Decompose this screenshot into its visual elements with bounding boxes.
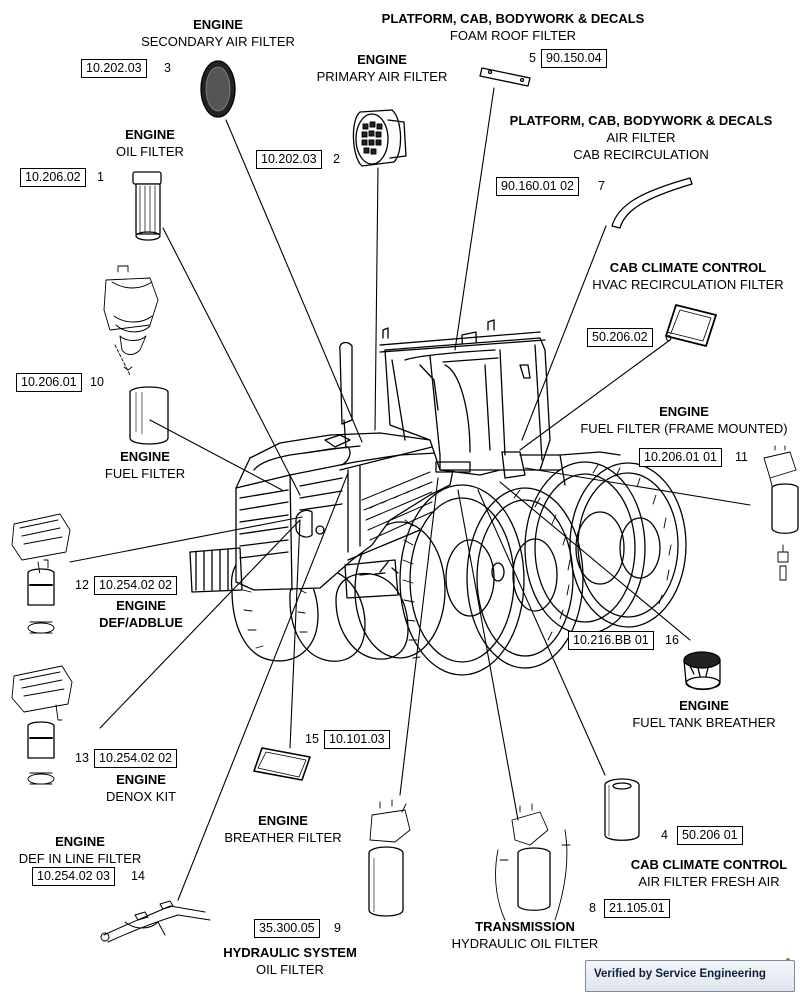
ref-15: 10.101.03	[324, 730, 390, 749]
primary-air-filter-drawing	[352, 109, 407, 167]
num-2: 2	[333, 152, 340, 166]
verified-text: Verified by Service Engineering	[594, 968, 766, 980]
num-11: 11	[735, 450, 748, 464]
fuel-filter-drawing	[103, 265, 169, 445]
num-15: 15	[305, 732, 319, 746]
num-13: 13	[75, 751, 89, 765]
hvac-recirculation-filter-drawing	[665, 304, 717, 347]
frame-mounted-fuel-filter-drawing	[763, 445, 799, 581]
ref-11: 10.206.01 01	[639, 448, 722, 467]
hydraulic-oil-filter-drawing	[368, 799, 411, 917]
ref-6: 50.206.02	[587, 328, 653, 347]
num-5: 5	[529, 51, 536, 65]
leader-lines	[69, 87, 751, 901]
ref-1: 10.206.02	[20, 168, 86, 187]
ref-14: 10.254.02 03	[32, 867, 115, 886]
transmission-oil-filter-drawing	[495, 803, 571, 921]
def-inline-filter-drawing	[100, 900, 211, 943]
ref-16: 10.216.BB 01	[568, 631, 654, 650]
ref-8: 21.105.01	[604, 899, 670, 918]
ref-2: 10.202.03	[256, 150, 322, 169]
foam-roof-filter-drawing	[479, 67, 531, 87]
rear-wheels	[524, 461, 687, 635]
num-12: 12	[75, 578, 89, 592]
ref-9: 35.300.05	[254, 919, 320, 938]
num-7: 7	[598, 179, 605, 193]
ref-10: 10.206.01	[16, 373, 82, 392]
num-10: 10	[90, 375, 104, 389]
oil-filter-drawing	[132, 171, 162, 241]
ref-12: 10.254.02 02	[94, 576, 177, 595]
num-4: 4	[661, 828, 668, 842]
verified-badge: Verified by Service Engineering	[585, 960, 795, 992]
breather-filter-drawing	[253, 747, 311, 781]
num-1: 1	[97, 170, 104, 184]
secondary-air-filter-drawing	[200, 60, 236, 118]
num-3: 3	[164, 61, 171, 75]
ref-5: 90.150.04	[541, 49, 607, 68]
denox-kit-drawing	[11, 665, 73, 785]
def-adblue-drawing	[11, 513, 71, 634]
tractor-hood	[235, 432, 456, 591]
fuel-tank-breather-drawing	[683, 651, 721, 691]
num-8: 8	[589, 901, 596, 915]
num-9: 9	[334, 921, 341, 935]
num-16: 16	[665, 633, 679, 647]
ref-13: 10.254.02 02	[94, 749, 177, 768]
ref-4: 50.206 01	[677, 826, 743, 845]
fresh-air-filter-drawing	[604, 778, 640, 841]
num-6: 6	[665, 330, 672, 344]
ref-3: 10.202.03	[81, 59, 147, 78]
cab-recirculation-filter-drawing	[611, 177, 693, 229]
ref-7: 90.160.01 02	[496, 177, 579, 196]
num-14: 14	[131, 869, 145, 883]
